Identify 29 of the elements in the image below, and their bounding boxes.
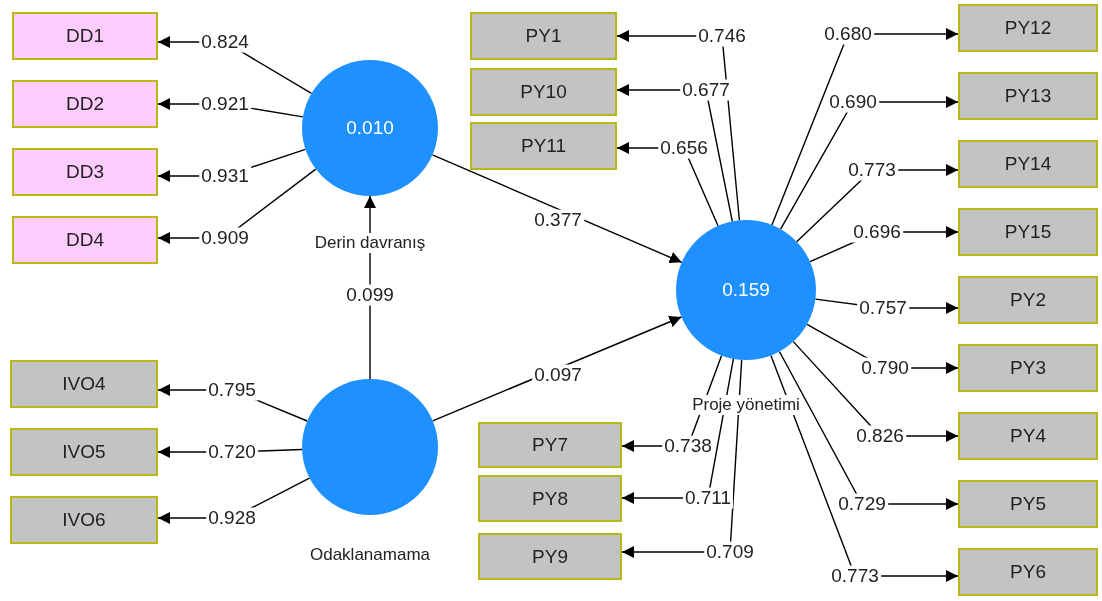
indicator-box: PY3 [958, 344, 1098, 392]
indicator-box: DD2 [12, 80, 158, 128]
indicator-box: PY2 [958, 276, 1098, 324]
indicator-box: PY4 [958, 412, 1098, 460]
path-coefficient: 0.711 [682, 487, 734, 509]
indicator-box: IVO6 [10, 496, 158, 544]
indicator-box: PY8 [478, 475, 622, 522]
indicator-box: IVO4 [10, 360, 158, 408]
indicator-box: DD1 [12, 12, 158, 60]
indicator-box: IVO5 [10, 428, 158, 476]
indicator-box: PY6 [958, 548, 1098, 596]
arrow [431, 154, 683, 264]
indicator-box: PY5 [958, 480, 1098, 528]
indicator-box: PY14 [958, 140, 1098, 188]
indicator-box: PY13 [958, 72, 1098, 120]
indicator-box: PY1 [470, 12, 617, 60]
indicator-box: PY11 [470, 122, 617, 170]
indicator-box: PY12 [958, 4, 1098, 52]
r-squared-value: 0.010 [346, 117, 394, 139]
indicator-box: PY15 [958, 208, 1098, 256]
indicator-box: PY10 [470, 68, 617, 116]
r-squared-value: 0.159 [722, 279, 770, 301]
construct-name: Proje yönetimi [690, 395, 802, 415]
indicator-box: PY7 [478, 422, 622, 468]
indicator-box: DD4 [12, 216, 158, 264]
path-coefficient: 0.099 [344, 284, 396, 306]
indicator-box: PY9 [478, 533, 622, 580]
path-coefficient: 0.677 [680, 79, 732, 101]
indicator-box: DD3 [12, 148, 158, 196]
